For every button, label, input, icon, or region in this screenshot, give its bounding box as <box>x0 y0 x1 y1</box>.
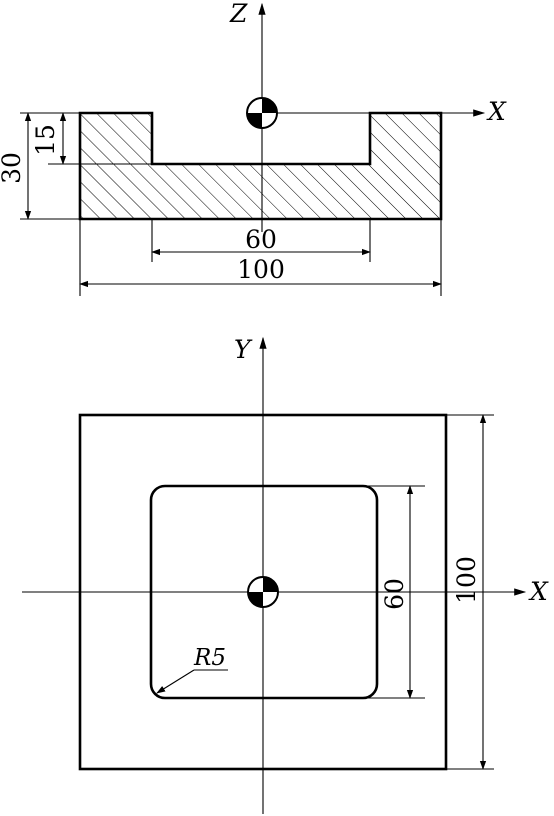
origin-symbol-plan <box>247 576 279 608</box>
section-view: Z X 60 100 30 15 <box>0 0 507 296</box>
y-axis-label: Y <box>234 335 253 364</box>
z-axis-label: Z <box>229 0 248 28</box>
x-axis-label-section: X <box>486 97 507 126</box>
dimension-label-60-plan: 60 <box>380 578 409 610</box>
dimension-label-15: 15 <box>31 124 60 156</box>
dimension-label-60-section: 60 <box>245 225 277 254</box>
origin-symbol-section <box>246 97 278 129</box>
plan-view: Y X 60 100 R5 <box>22 335 549 814</box>
dimension-label-100-section: 100 <box>237 255 285 284</box>
dimension-label-100-plan: 100 <box>452 556 481 604</box>
x-axis-label-plan: X <box>528 577 549 606</box>
radius-label: R5 <box>193 645 226 671</box>
dimension-label-30: 30 <box>0 152 26 184</box>
